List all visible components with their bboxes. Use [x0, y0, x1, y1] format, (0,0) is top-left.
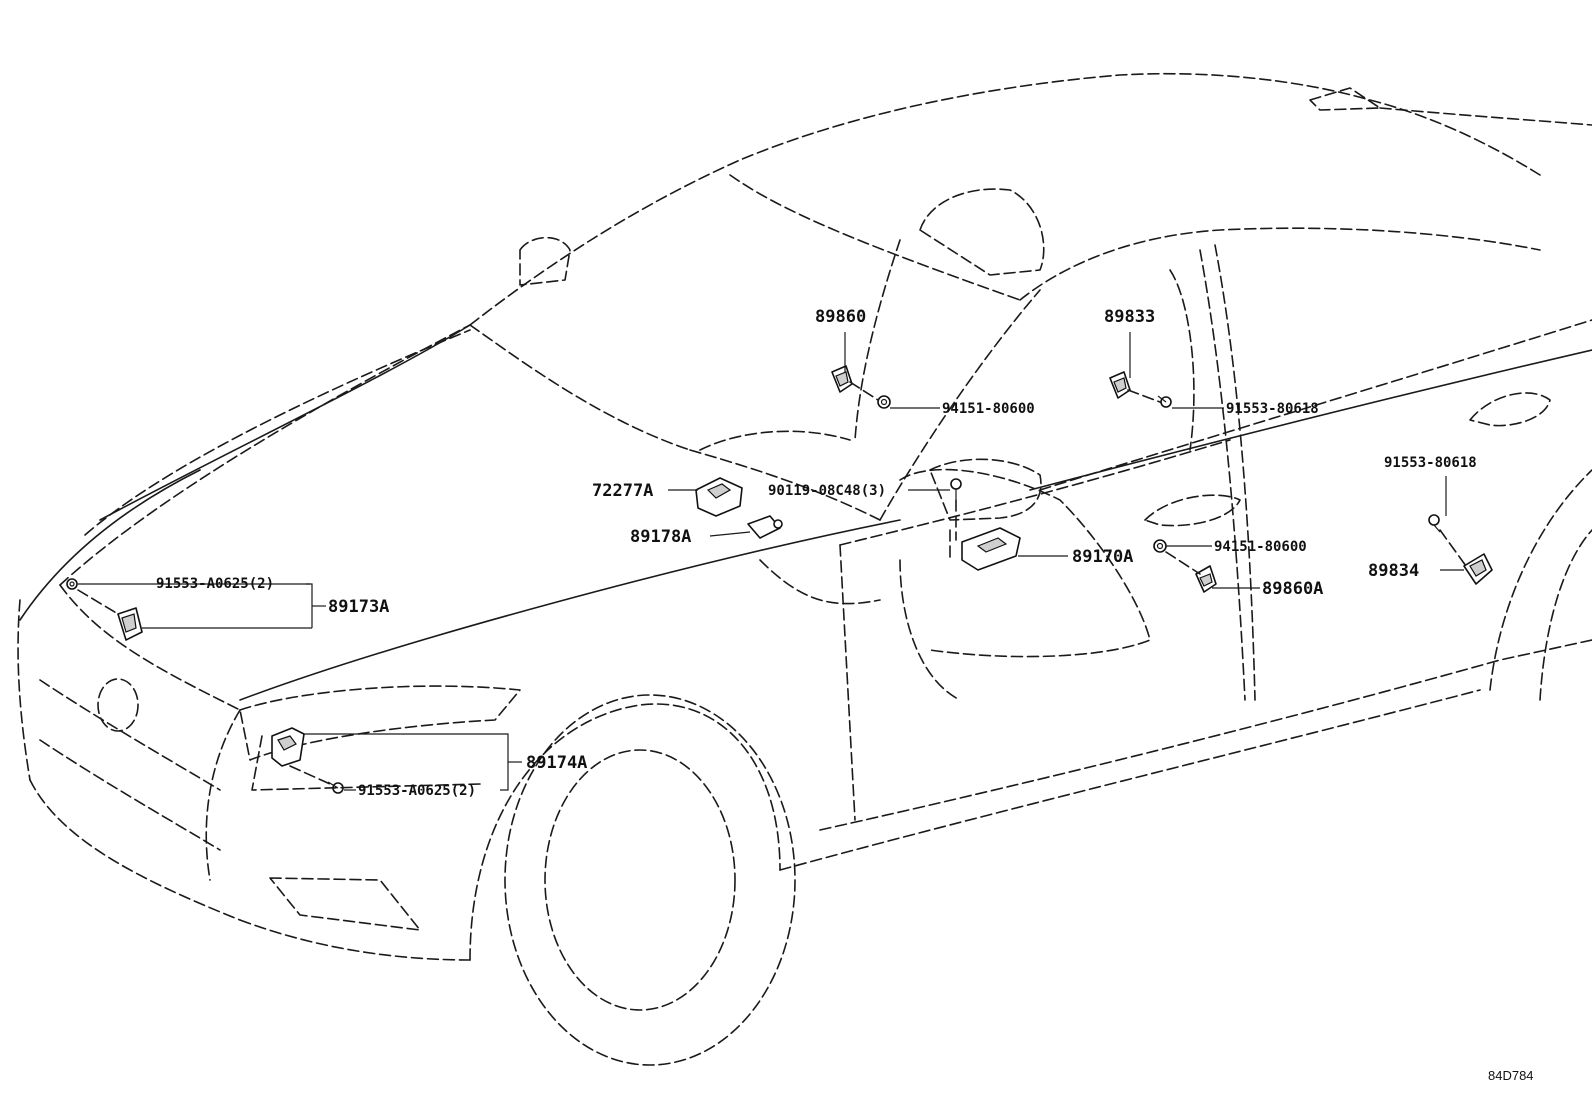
part-89178A-sensor [747, 515, 783, 539]
label-91553-80618-a: 91553-80618 [1226, 401, 1319, 417]
part-94151-nut-b [1153, 539, 1167, 553]
label-89173A: 89173A [328, 597, 389, 617]
part-94151-nut-a [877, 395, 891, 409]
label-72277A: 72277A [592, 481, 653, 501]
part-72277A-bracket [695, 477, 743, 517]
label-91553-A0625-a: 91553-A0625(2) [156, 576, 274, 592]
label-89860: 89860 [815, 307, 866, 327]
part-91553-bolt-a [1157, 395, 1172, 408]
callout-labels: 89860 94151-80600 89833 91553-80618 7227… [156, 307, 1534, 1083]
label-89834: 89834 [1368, 561, 1419, 581]
part-89860A-sensor [1195, 565, 1217, 593]
part-89170A-ecu [949, 527, 1021, 571]
part-90119-bolt [950, 478, 962, 500]
leader-lines [77, 332, 1467, 791]
label-91553-A0625-b: 91553-A0625(2) [358, 783, 476, 799]
part-89173A-sensor [117, 607, 143, 641]
label-94151-80600-a: 94151-80600 [942, 401, 1035, 417]
label-89174A: 89174A [526, 753, 587, 773]
car-body-outline [17, 72, 1592, 1066]
diagram-reference-code: 84D784 [1488, 1068, 1534, 1083]
part-89860-sensor [831, 365, 853, 393]
part-91553-bolt-b [1428, 514, 1441, 533]
part-91553-bolt-c [66, 578, 78, 590]
part-89174A-sensor [271, 727, 305, 767]
part-89833-sensor [1109, 371, 1131, 399]
label-90119-08C48: 90119-08C48(3) [768, 483, 886, 499]
label-89860A: 89860A [1262, 579, 1323, 599]
part-89834-sensor [1463, 553, 1493, 585]
label-89833: 89833 [1104, 307, 1155, 327]
label-89178A: 89178A [630, 527, 691, 547]
label-91553-80618-b: 91553-80618 [1384, 455, 1477, 471]
label-94151-80600-b: 94151-80600 [1214, 539, 1307, 555]
label-89170A: 89170A [1072, 547, 1133, 567]
